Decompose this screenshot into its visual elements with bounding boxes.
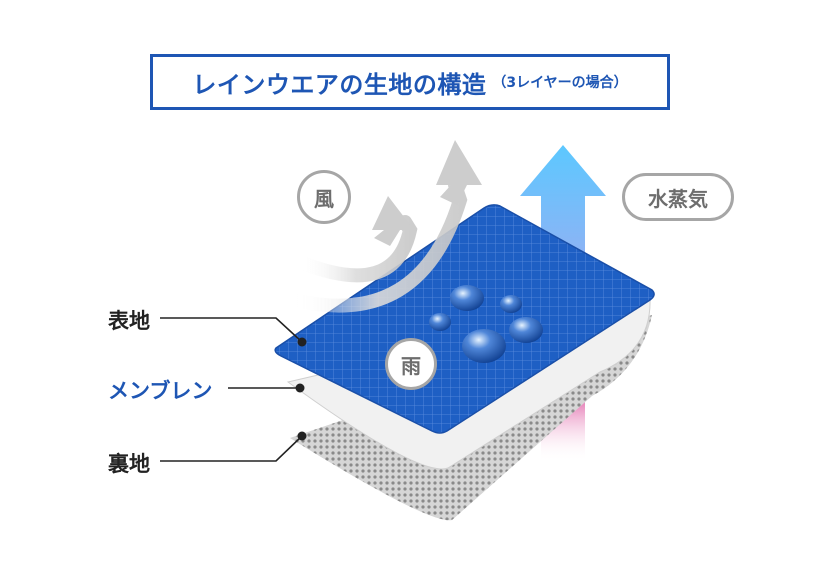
water-droplet-icon [462,329,506,363]
outer-fabric-label: 表地 [108,309,150,333]
vapor-label: 水蒸気 [648,186,708,211]
diagram-title-box: レインウエアの生地の構造 （3レイヤーの場合） [150,54,670,110]
rain-label: 雨 [401,353,421,378]
water-droplet-icon [500,295,522,313]
wind-bubble: 風 [297,170,351,224]
lining-label: 裏地 [108,452,150,476]
leader-lines [160,317,307,462]
water-droplet-icon [509,317,543,343]
water-droplets [429,285,543,363]
wind-arrow-icon [288,140,482,313]
vapor-bubble: 水蒸気 [622,173,734,221]
water-droplet-icon [450,285,484,311]
membrane-label: メンブレン [108,379,213,403]
diagram-title: レインウエアの生地の構造 [192,70,487,99]
water-droplet-icon [429,313,451,331]
rain-bubble: 雨 [385,338,437,390]
wind-label: 風 [314,186,334,211]
diagram-subtitle: （3レイヤーの場合） [492,75,628,91]
outer-fabric-layer [274,204,655,434]
